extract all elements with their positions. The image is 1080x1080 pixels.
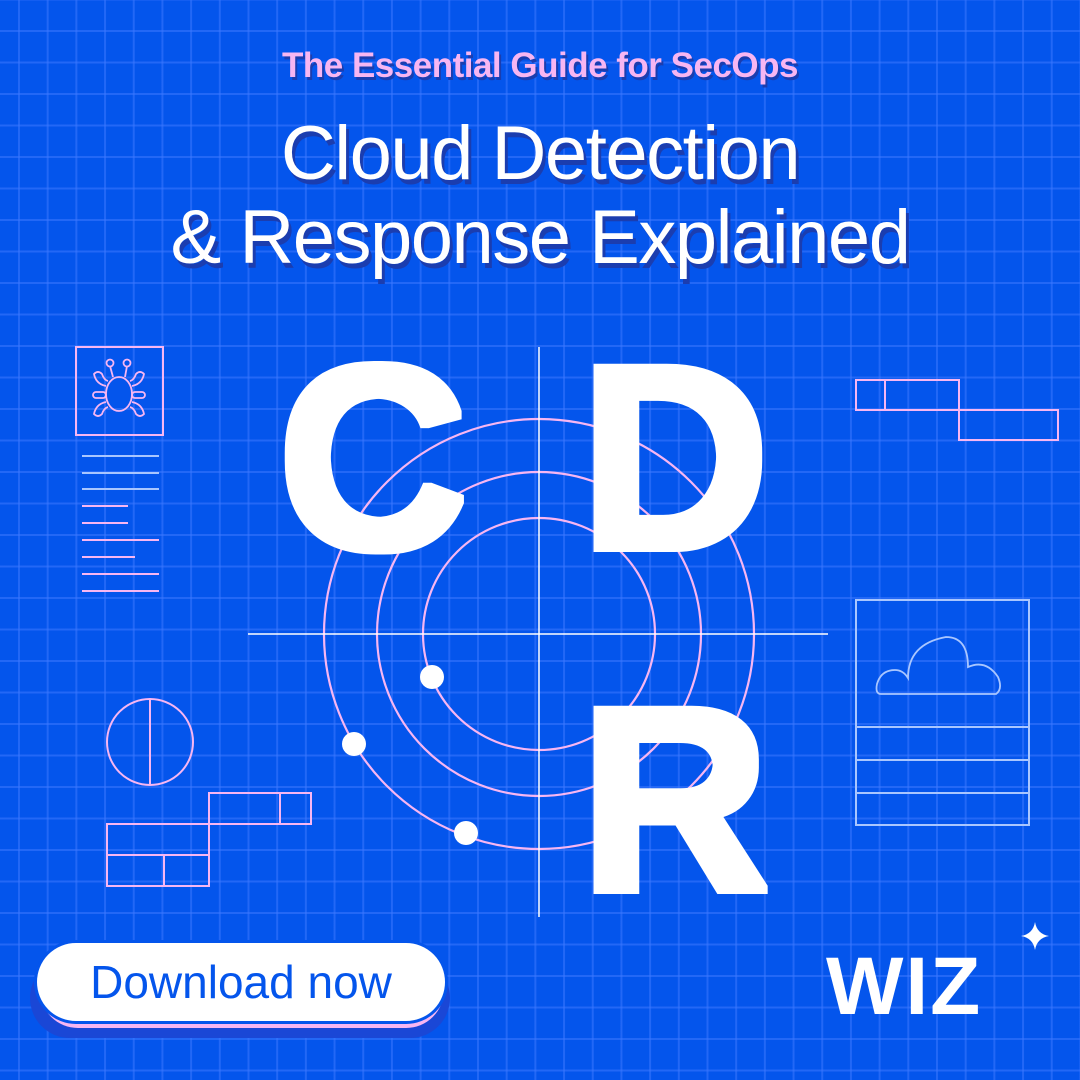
step-boxes-top-right [855, 379, 1059, 441]
title-line-2: & Response Explained [170, 195, 911, 280]
wiz-logo: WIZ [826, 941, 983, 1032]
page-title: Cloud Detection & Response Explained [0, 112, 1080, 280]
download-cta: Download now [30, 940, 450, 1038]
bug-card [75, 346, 164, 436]
bug-icon [92, 358, 146, 417]
letter-r: R [580, 653, 769, 946]
log-lines [82, 455, 159, 592]
download-now-button[interactable]: Download now [34, 940, 448, 1024]
radar-target-icon [248, 347, 828, 917]
cloud-icon [875, 636, 1001, 695]
sparkle-icon [1021, 922, 1049, 950]
title-line-1: Cloud Detection [280, 111, 801, 196]
cdr-letters: C D R [278, 311, 769, 946]
bottom-left-diagram [106, 698, 312, 887]
letter-c: C [278, 311, 467, 604]
cloud-card [855, 599, 1030, 826]
letter-d: D [580, 311, 769, 604]
eyebrow-text: The Essential Guide for SecOps [282, 46, 798, 85]
